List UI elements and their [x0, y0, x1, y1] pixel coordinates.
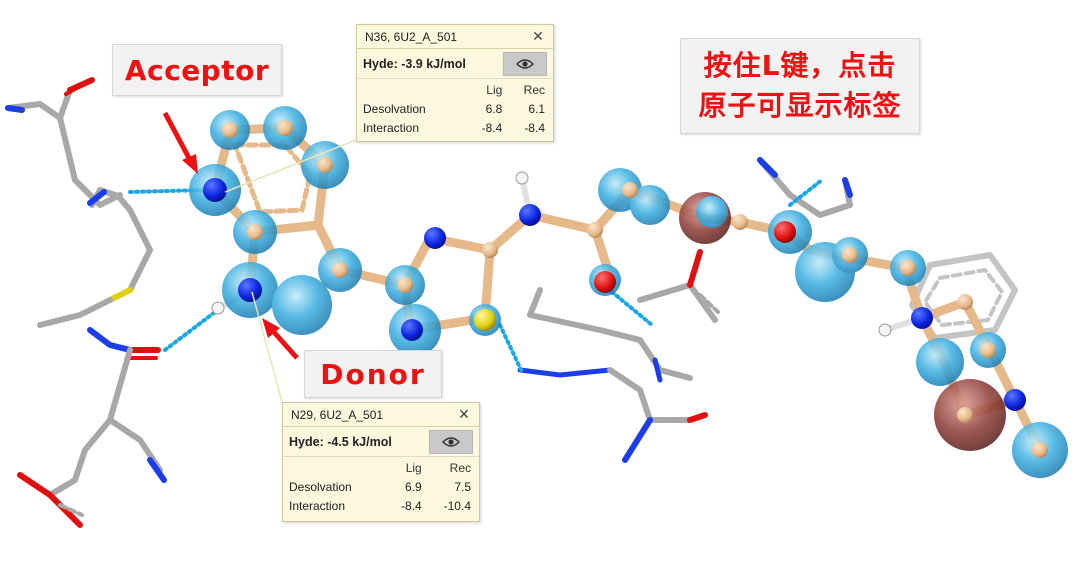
hyde-row: Hyde: -3.9 kJ/mol	[357, 49, 553, 79]
annotation-arrows	[162, 111, 299, 360]
rec-value: 6.1	[528, 101, 545, 116]
rec-value: -10.4	[443, 498, 471, 513]
table-row: Interaction -8.4 -10.4	[283, 496, 479, 515]
donor-label: Donor	[320, 357, 426, 391]
hyde-value: Hyde: -4.5 kJ/mol	[289, 434, 392, 449]
lig-value: 6.9	[405, 479, 422, 494]
row-label: Interaction	[289, 498, 346, 513]
energy-table: Lig Rec Desolvation 6.8 6.1 Interaction …	[357, 83, 553, 137]
ligand-atoms	[203, 120, 1048, 458]
panel-title: N36, 6U2_A_501	[365, 29, 458, 44]
table-row: Desolvation 6.9 7.5	[283, 477, 479, 496]
col-lig: Lig	[486, 83, 503, 97]
visibility-toggle-button[interactable]	[503, 51, 547, 76]
hyde-row: Hyde: -4.5 kJ/mol	[283, 427, 479, 457]
visibility-toggle-button[interactable]	[429, 429, 473, 454]
eye-icon	[442, 436, 460, 447]
col-lig: Lig	[405, 461, 422, 475]
panel-leader-lines	[224, 139, 357, 403]
row-label: Desolvation	[363, 101, 426, 116]
receptor-residues	[5, 77, 1018, 528]
energy-table-header: Lig Rec	[357, 83, 553, 99]
table-row: Interaction -8.4 -8.4	[357, 118, 553, 137]
col-rec: Rec	[449, 461, 471, 475]
hint-line-1: 按住L键，点击	[703, 49, 897, 82]
energy-table: Lig Rec Desolvation 6.9 7.5 Interaction …	[283, 461, 479, 515]
panel-title: N29, 6U2_A_501	[291, 407, 384, 422]
eye-icon	[516, 58, 534, 69]
close-icon[interactable]: ✕	[532, 28, 544, 44]
rec-value: 7.5	[454, 479, 471, 494]
hyde-value: Hyde: -3.9 kJ/mol	[363, 56, 466, 71]
atom-info-panel-n36: N36, 6U2_A_501 ✕ Hyde: -3.9 kJ/mol Lig R…	[356, 24, 554, 142]
panel-header: N29, 6U2_A_501 ✕	[283, 403, 479, 427]
table-row: Desolvation 6.8 6.1	[357, 99, 553, 118]
panel-header: N36, 6U2_A_501 ✕	[357, 25, 553, 49]
rec-value: -8.4	[524, 120, 545, 135]
hint-line-2: 原子可显示标签	[698, 89, 902, 122]
donor-callout: Donor	[304, 350, 442, 398]
acceptor-label: Acceptor	[124, 53, 270, 87]
energy-table-header: Lig Rec	[283, 461, 479, 477]
lig-value: -8.4	[401, 498, 422, 513]
close-icon[interactable]: ✕	[458, 406, 470, 422]
row-label: Desolvation	[289, 479, 352, 494]
lig-value: 6.8	[485, 101, 503, 116]
acceptor-callout: Acceptor	[112, 44, 282, 96]
row-label: Interaction	[363, 120, 420, 135]
atom-info-panel-n29: N29, 6U2_A_501 ✕ Hyde: -4.5 kJ/mol Lig R…	[282, 402, 480, 522]
lig-value: -8.4	[481, 120, 503, 135]
hint-callout: 按住L键，点击 原子可显示标签	[680, 38, 920, 134]
col-rec: Rec	[523, 83, 545, 97]
